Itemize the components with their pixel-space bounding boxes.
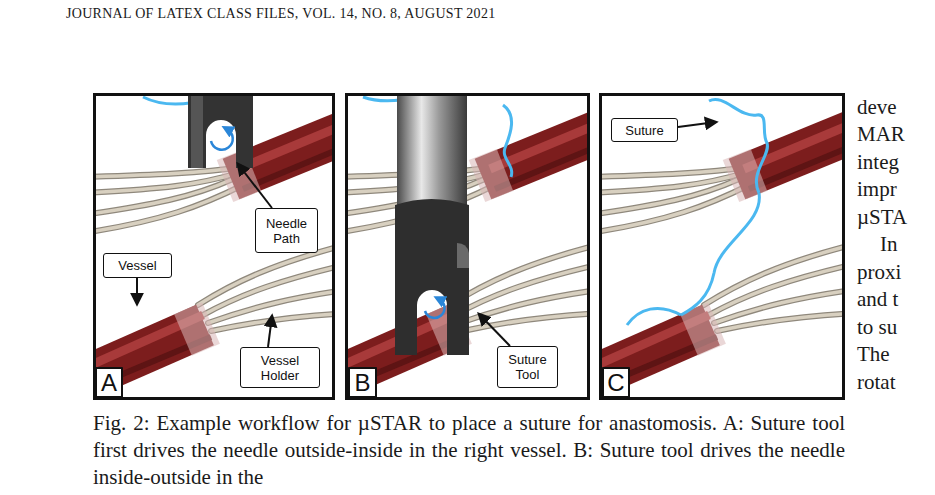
node-text: Suture — [625, 123, 663, 138]
body-text-fragment: impr — [857, 177, 897, 201]
body-text-fragment: deve — [857, 95, 897, 119]
body-text-fragment: MAR — [857, 122, 905, 146]
node-text: Needle Path — [259, 216, 314, 246]
figure-caption: Fig. 2: Example workflow for µSTAR to pl… — [93, 410, 845, 491]
node-text: Vessel Holder — [244, 353, 316, 383]
leader-arrow — [136, 278, 138, 304]
node-text: Suture Tool — [501, 352, 554, 382]
body-text-fragment: and t — [857, 287, 898, 311]
panel-letter: C — [602, 367, 630, 398]
leader-arrow — [479, 314, 510, 346]
callout-box: Vessel Holder — [240, 347, 320, 388]
vessel-scene — [93, 117, 335, 395]
panel-frame — [95, 95, 334, 399]
node-text: B — [354, 370, 370, 396]
body-text-fragment: to su — [857, 315, 897, 339]
body-text-fragment: proxi — [857, 260, 901, 284]
suture-thread — [681, 193, 759, 315]
tool-bevel — [457, 243, 469, 268]
callout-box: Suture — [611, 118, 678, 142]
callout-box: Suture Tool — [497, 346, 558, 388]
body-text-fragment: rotat — [857, 370, 895, 394]
panel-frame — [347, 95, 589, 399]
suture-tool — [395, 199, 469, 355]
suture-thread — [627, 308, 681, 325]
body-text-fragment: integ — [857, 150, 899, 174]
node-text: C — [607, 370, 624, 396]
suture-tool — [188, 93, 253, 168]
running-header: JOURNAL OF LATEX CLASS FILES, VOL. 14, N… — [66, 5, 495, 23]
suture-thread — [503, 105, 512, 177]
suture-thread — [709, 99, 767, 193]
needle-path-arrow — [211, 129, 233, 150]
vessel-scene — [599, 117, 845, 395]
callout-box: Needle Path — [255, 208, 318, 253]
callout-box: Vessel — [103, 253, 172, 278]
panel-b — [325, 83, 615, 399]
tool-bevel — [191, 93, 203, 168]
panel-a — [73, 83, 363, 399]
body-text-fragment: µSTA — [857, 205, 907, 229]
vessel-scene — [345, 117, 590, 395]
body-text-fragment: In — [880, 232, 898, 256]
node-text: A — [101, 370, 117, 396]
leader-arrow — [238, 164, 272, 208]
panel-letter: B — [348, 367, 377, 398]
leader-arrow — [678, 122, 716, 127]
body-text-fragment: The — [857, 342, 890, 366]
panel-frame — [601, 95, 844, 399]
panel-c — [579, 95, 869, 399]
node-text: Vessel — [118, 258, 156, 273]
tool-shaft — [397, 93, 467, 208]
panel-letter: A — [95, 367, 123, 398]
leader-arrow — [268, 316, 272, 347]
needle-path-arrow — [425, 299, 445, 318]
